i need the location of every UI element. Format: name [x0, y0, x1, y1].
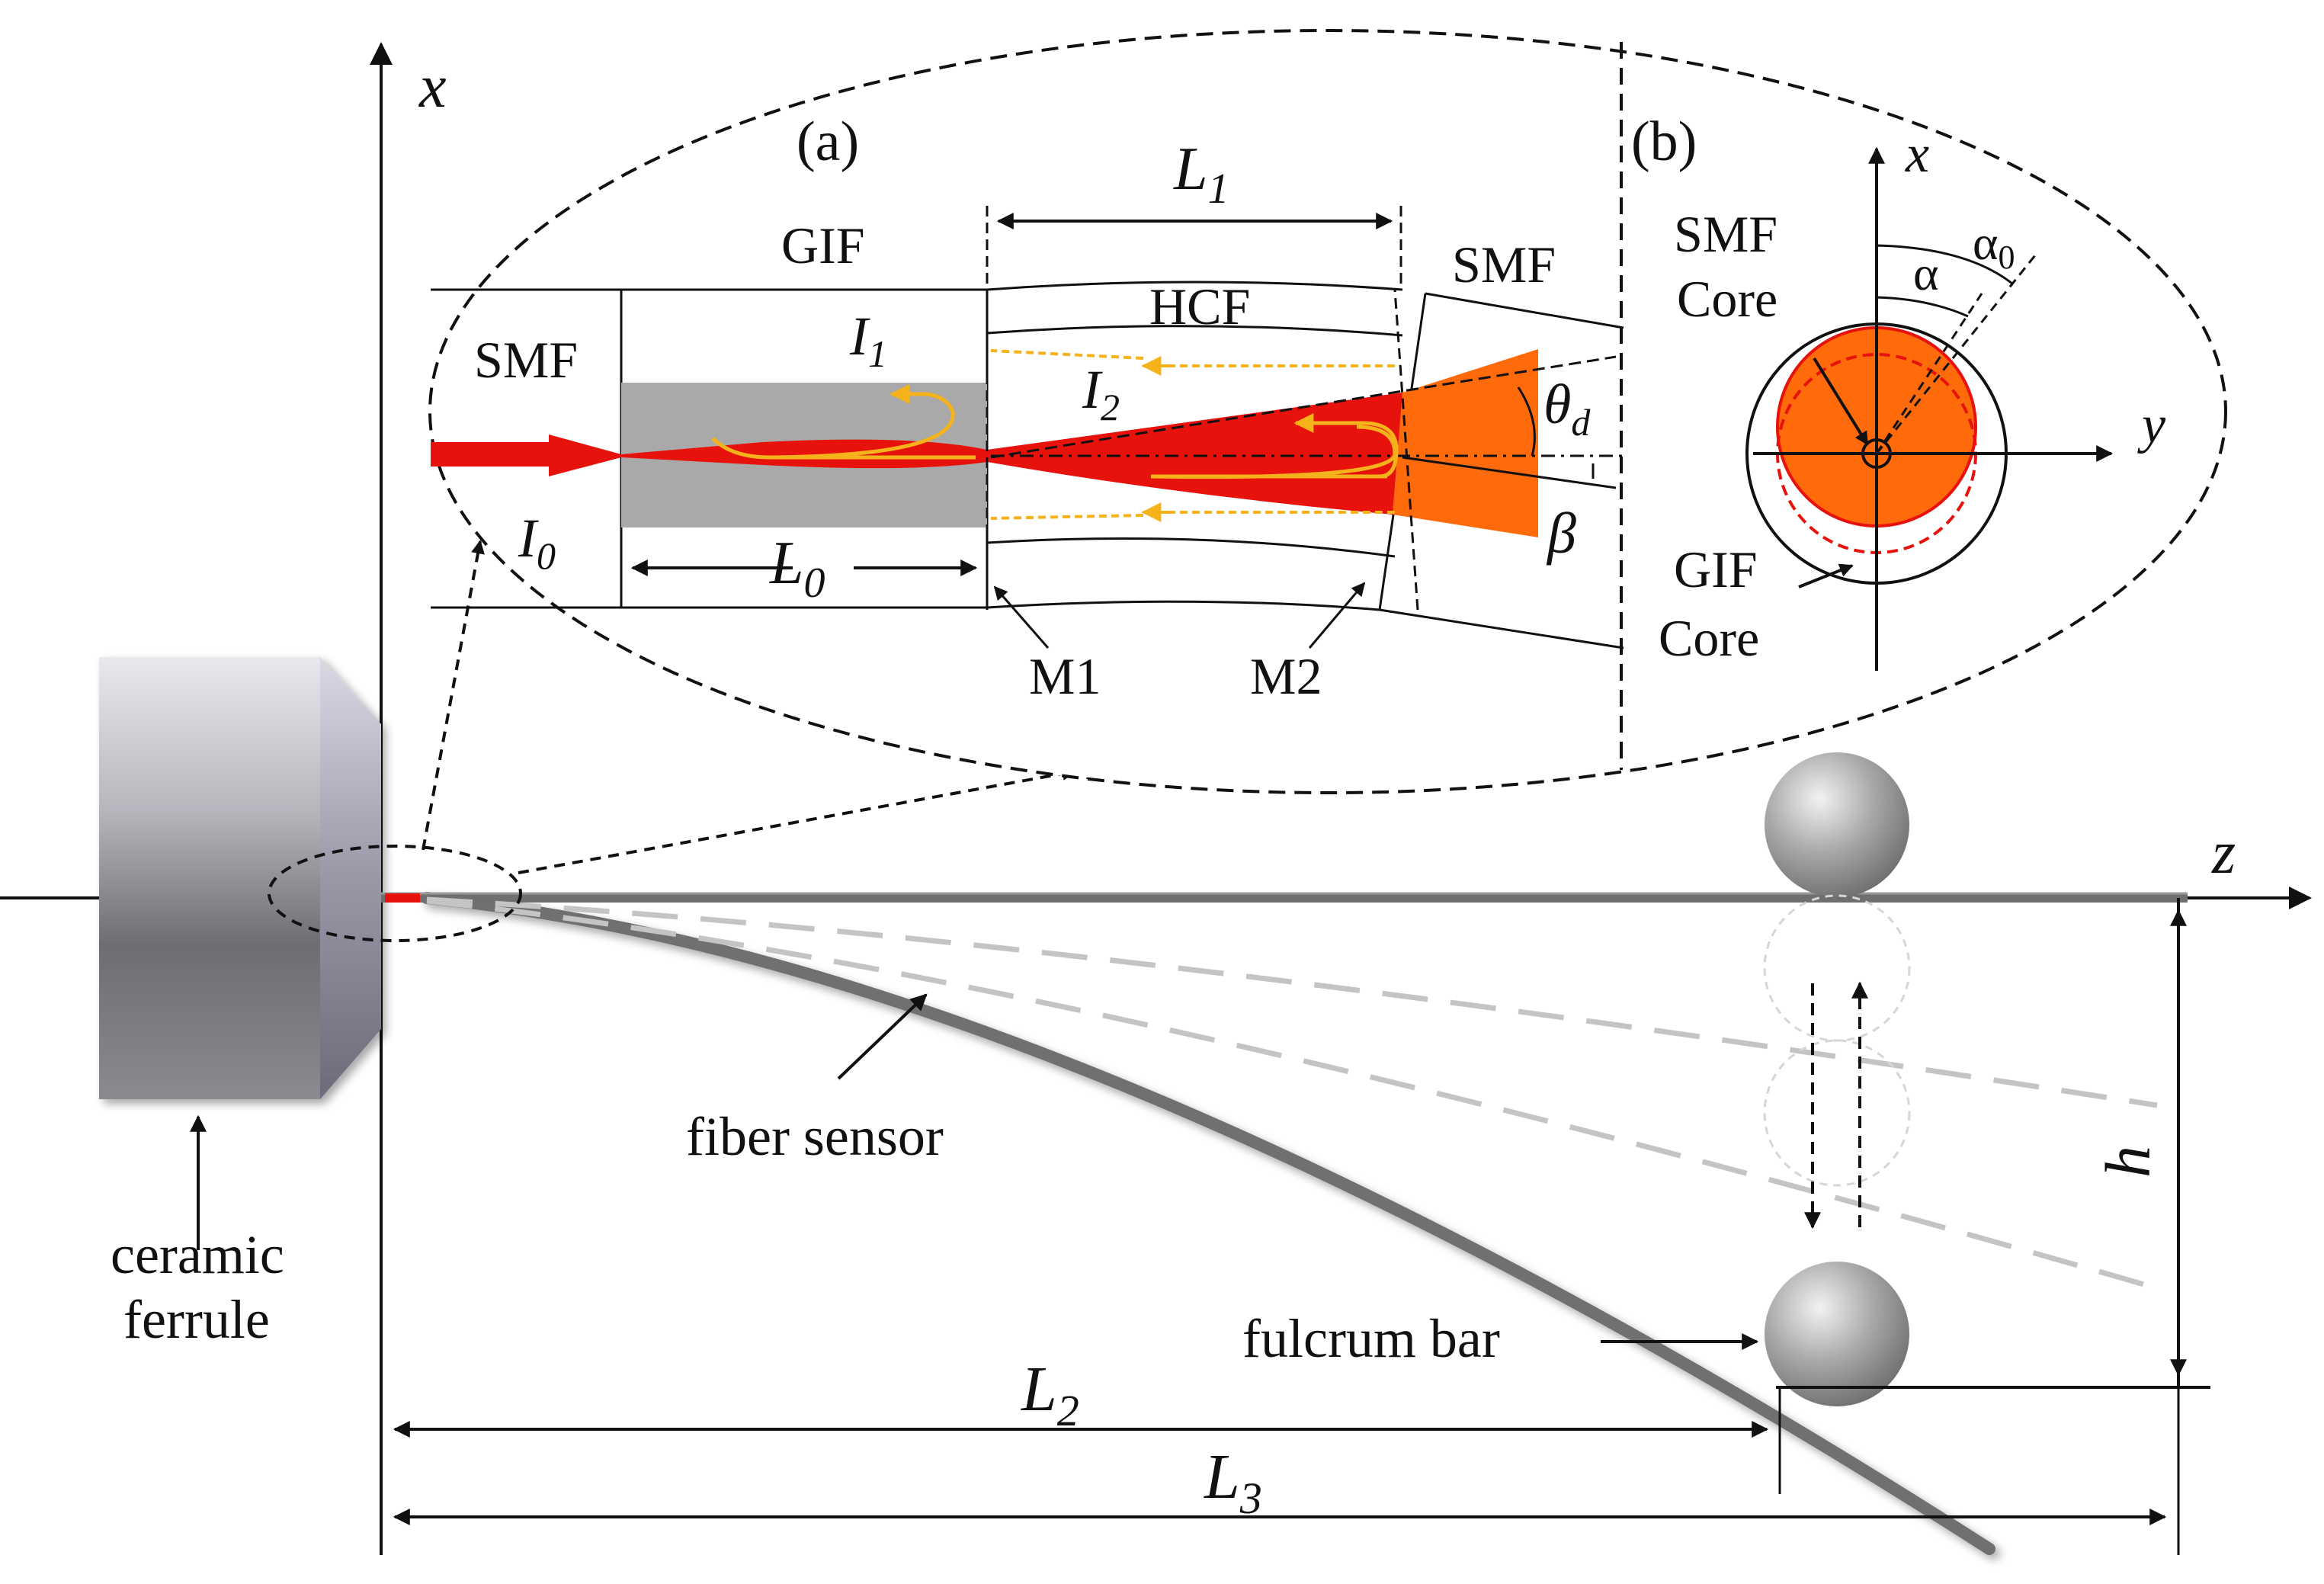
hcf-label: HCF [1149, 277, 1250, 335]
fulcrum-ball-top [1765, 752, 1909, 897]
gif-label: GIF [781, 216, 865, 274]
ceramic-ferrule [99, 657, 381, 1099]
smf-core-label-1: SMF [1674, 205, 1777, 263]
h-dimension: h [1776, 898, 2210, 1389]
smf-right-label: SMF [1452, 236, 1556, 293]
l0-label: L0 [769, 530, 825, 607]
l2-label: L2 [1021, 1354, 1079, 1435]
i2-label: I2 [1082, 359, 1120, 428]
gif-core-label-2: Core [1659, 609, 1759, 667]
i0-label: I0 [518, 508, 556, 577]
gif-core-label-1: GIF [1674, 540, 1758, 598]
panel-b-label: (b) [1631, 111, 1697, 173]
smf-core-orange [1393, 349, 1538, 537]
fulcrum-balls [1763, 752, 1911, 1406]
panel-b: (b) x y SMF Core GIF Core α0 α [1631, 111, 2166, 671]
zoom-indicator [268, 540, 1076, 942]
smf-core-label-2: Core [1677, 270, 1777, 328]
h-label: h [2093, 1146, 2164, 1178]
bottom-labels: ceramic ferrule fiber sensor fulcrum bar [111, 993, 1759, 1369]
m2-label: M2 [1250, 647, 1322, 705]
smf-left-label: SMF [474, 331, 578, 389]
panel-b-y-label: y [2137, 396, 2166, 454]
panel-a-label: (a) [797, 111, 859, 173]
z-axis-label: z [2211, 819, 2236, 887]
theta-label: θd [1543, 374, 1591, 444]
panel-b-x-label: x [1905, 125, 1929, 184]
fiber-sensor [381, 892, 2188, 1555]
l3-label: L3 [1204, 1441, 1262, 1523]
l-dimensions: L2 L3 [393, 1354, 2180, 1555]
fulcrum-bar-label: fulcrum bar [1242, 1308, 1500, 1369]
alpha-label: α [1913, 246, 1939, 300]
fiber-sensor-label: fiber sensor [686, 1106, 944, 1167]
ceramic-label-1: ceramic [111, 1224, 284, 1285]
beta-label: β [1546, 502, 1576, 566]
ceramic-label-2: ferrule [123, 1289, 270, 1350]
panel-a: (a) GIF SMF SMF HCF I1 I2 I0 L0 L1 θd β … [431, 111, 1627, 705]
l1-label: L1 [1173, 136, 1229, 213]
m1-label: M1 [1029, 647, 1101, 705]
fiber-dashed-positions [426, 896, 2158, 1291]
i1-label: I1 [849, 306, 887, 375]
beam-red [431, 393, 1402, 515]
fulcrum-ball-bottom [1765, 1262, 1909, 1406]
alpha0-label: α0 [1973, 216, 2015, 276]
x-axis-label: x [418, 53, 447, 120]
